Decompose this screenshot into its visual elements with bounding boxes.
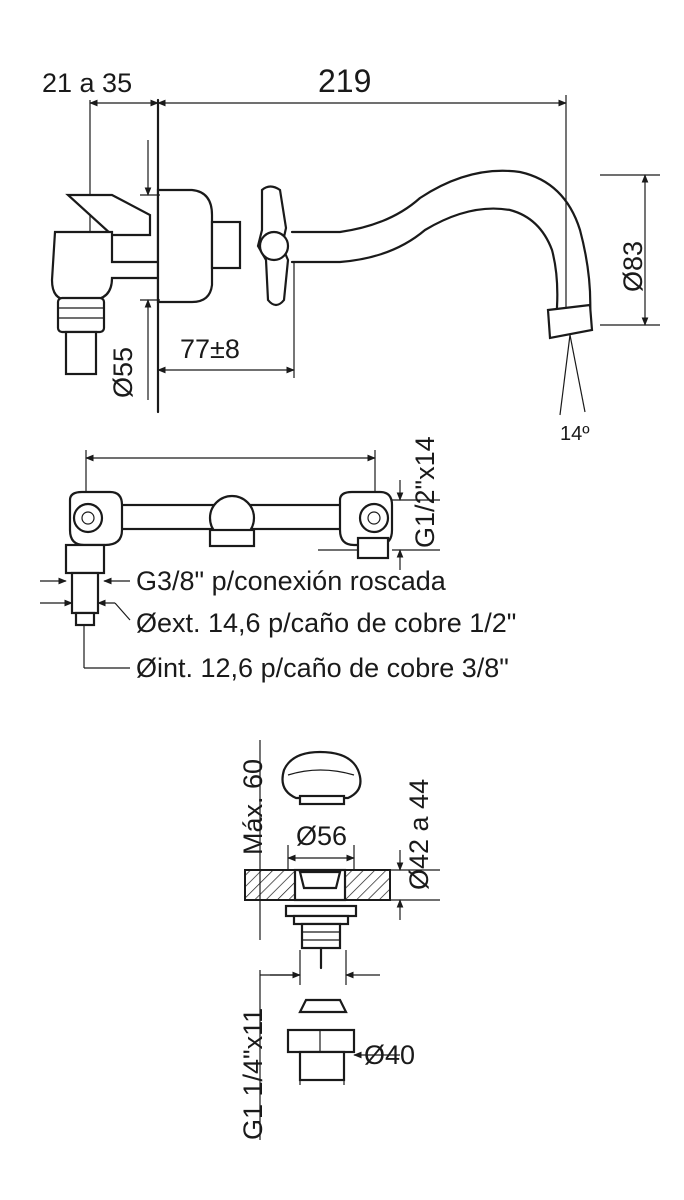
dim-wall-range: 21 a 35 [42,68,132,98]
dim-height-diameter: Ø83 [618,241,648,292]
note-ext: Øext. 14,6 p/caño de cobre 1/2" [136,608,516,638]
note-int: Øint. 12,6 p/caño de cobre 3/8" [136,653,509,683]
supply-bar-plan-view: G1/2"x14 G3/8" p/conexión roscada Øext. … [40,436,516,683]
washer [298,998,348,1014]
handle-mounting-section: Máx. 60 Ø56 Ø42 a 44 G1 1/4"x11 Ø40 [238,740,440,1140]
dim-angle: 14º [560,423,590,445]
right-cap [356,536,390,560]
dim-thread-side: G1/2"x14 [410,436,440,548]
right-inlet [358,502,390,534]
note-thread: G3/8" p/conexión roscada [136,566,447,596]
rosette [284,904,358,918]
dim-thread: G1 1/4"x11 [238,1008,268,1140]
dim-max: Máx. 60 [238,759,268,855]
spout-lower [290,207,559,322]
fitting-nut [64,543,106,575]
cross-handle [256,185,290,307]
lock-nut [286,1028,356,1054]
spout-upper [290,169,592,317]
knob-cap [281,750,362,800]
fitting-tube [70,571,100,615]
left-inlet [72,502,104,534]
wall-section-left [244,869,296,901]
dim-diameter-40: Ø40 [364,1040,415,1070]
nut [56,296,106,334]
faucet-side-view: 21 a 35 219 Ø83 Ø55 77±8 14º [42,63,660,445]
dim-diameter-56: Ø56 [296,821,347,851]
pipe-stub [64,330,98,376]
valve-body [210,220,242,270]
wall-section-right [344,869,391,901]
stem-housing [300,922,342,950]
dim-length: 219 [318,63,371,99]
aerator [546,303,594,340]
dim-handle-offset: 77±8 [180,334,240,364]
back-connector [65,193,152,237]
dim-diameter-range: Ø42 a 44 [404,779,434,890]
dim-body-diameter: Ø55 [108,347,138,398]
escutcheon [156,188,214,304]
